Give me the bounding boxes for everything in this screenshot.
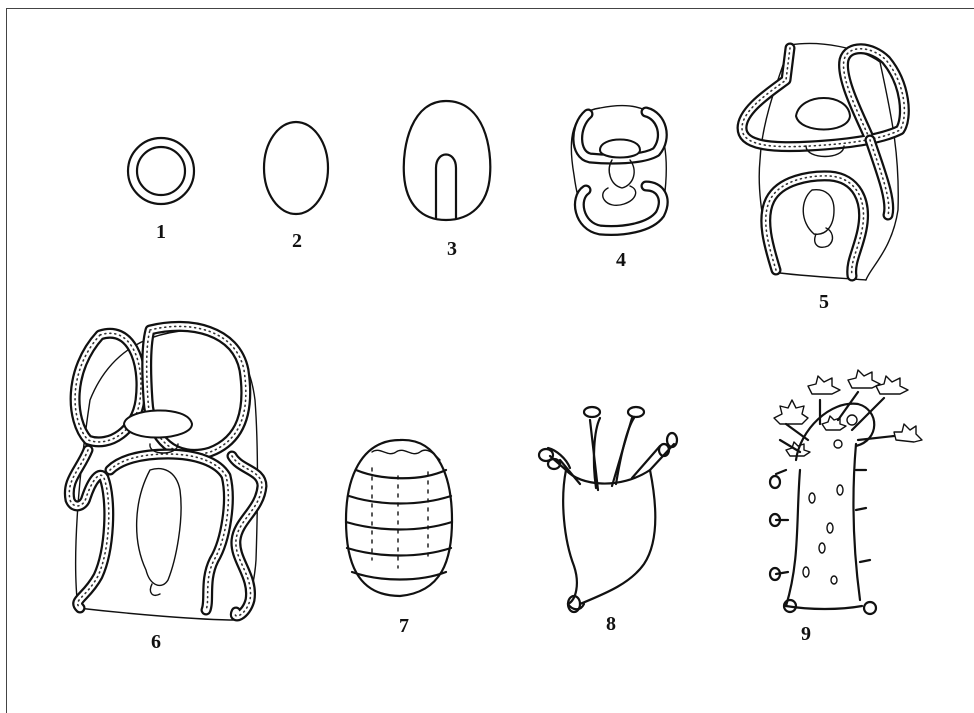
stage-3-label: 3 — [447, 238, 457, 260]
stage-2-oval-embryo — [264, 122, 328, 214]
stage-4-larva — [571, 106, 666, 233]
stage-8-label: 8 — [606, 613, 616, 635]
stage-9-label: 9 — [801, 623, 811, 645]
stage-2-label: 2 — [292, 230, 302, 252]
stage-6-larva — [69, 326, 262, 620]
stage-5-label: 5 — [819, 291, 829, 313]
stage-7-label: 7 — [399, 615, 409, 637]
stage-1-egg — [128, 138, 194, 204]
stage-7-barrel-larva — [346, 440, 452, 596]
stage-1-label: 1 — [156, 221, 166, 243]
stage-9-young-sea-cucumber — [770, 370, 922, 614]
stage-6-label: 6 — [151, 631, 161, 653]
stage-8-juvenile — [539, 407, 677, 612]
stage-3-gastrula — [404, 101, 491, 220]
stage-4-label: 4 — [616, 249, 626, 271]
stage-5-larva — [742, 44, 904, 280]
